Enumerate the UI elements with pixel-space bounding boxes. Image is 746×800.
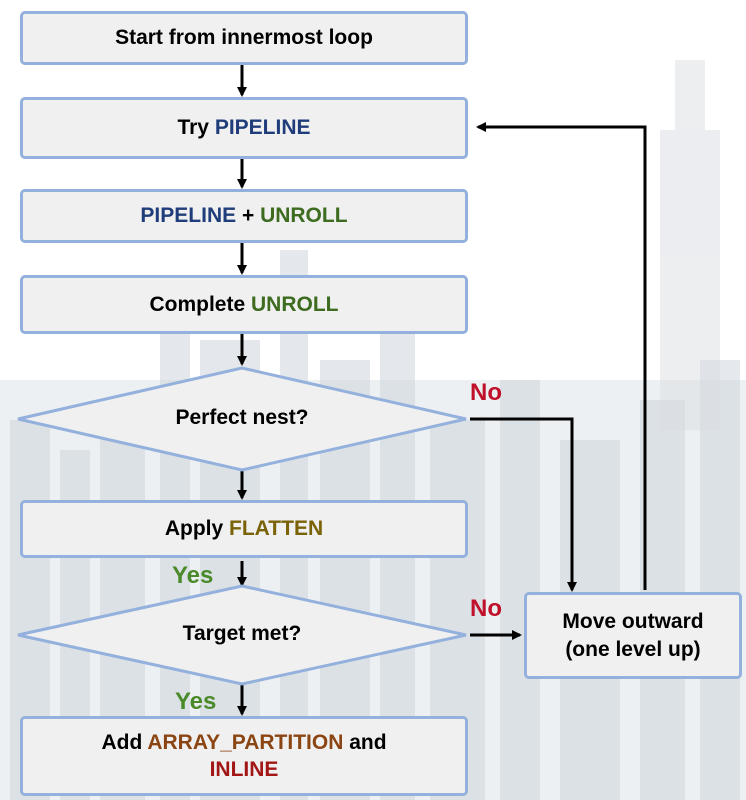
apply-flatten-keyword: FLATTEN: [229, 517, 324, 541]
target-met-diamond: [17, 584, 467, 686]
pipeline-unroll-kw1: PIPELINE: [140, 204, 237, 228]
final-prefix: Add: [101, 730, 148, 754]
start-box-label: Start from innermost loop: [115, 26, 373, 50]
target-yes-label: Yes: [175, 688, 217, 715]
pipeline-unroll-box: PIPELINE + UNROLL: [20, 189, 468, 243]
try-pipeline-prefix: Try: [177, 116, 215, 140]
apply-flatten-prefix: Apply: [164, 517, 230, 541]
perfect-nest-label: Perfect nest?: [175, 406, 309, 429]
final-mid: and: [343, 730, 387, 754]
pipeline-unroll-kw2: UNROLL: [260, 204, 348, 228]
perfect-nest-yes-label: Yes: [172, 562, 214, 589]
arrow-loop-back: [476, 122, 647, 590]
target-no-label: No: [470, 595, 502, 622]
target-met-label: Target met?: [182, 622, 302, 645]
final-kw-array-partition: ARRAY_PARTITION: [147, 730, 344, 754]
apply-flatten-box: Apply FLATTEN: [20, 500, 468, 558]
start-box: Start from innermost loop: [20, 11, 468, 65]
move-outward-box: Move outward (one level up): [524, 592, 742, 679]
move-outward-line1: Move outward: [562, 610, 704, 634]
complete-unroll-keyword: UNROLL: [251, 292, 339, 316]
arrow-nest-no: [470, 417, 577, 592]
perfect-nest-diamond: [17, 366, 467, 472]
try-pipeline-box: Try PIPELINE: [20, 97, 468, 159]
complete-unroll-prefix: Complete: [149, 292, 251, 316]
perfect-nest-no-label: No: [470, 379, 502, 406]
pipeline-unroll-mid: +: [236, 204, 261, 228]
move-outward-line2: (one level up): [565, 637, 701, 661]
complete-unroll-box: Complete UNROLL: [20, 275, 468, 334]
try-pipeline-keyword: PIPELINE: [214, 116, 311, 140]
final-box: Add ARRAY_PARTITION and INLINE: [20, 716, 468, 796]
final-line1: Add ARRAY_PARTITION and: [101, 729, 386, 756]
final-kw-inline: INLINE: [209, 758, 279, 781]
